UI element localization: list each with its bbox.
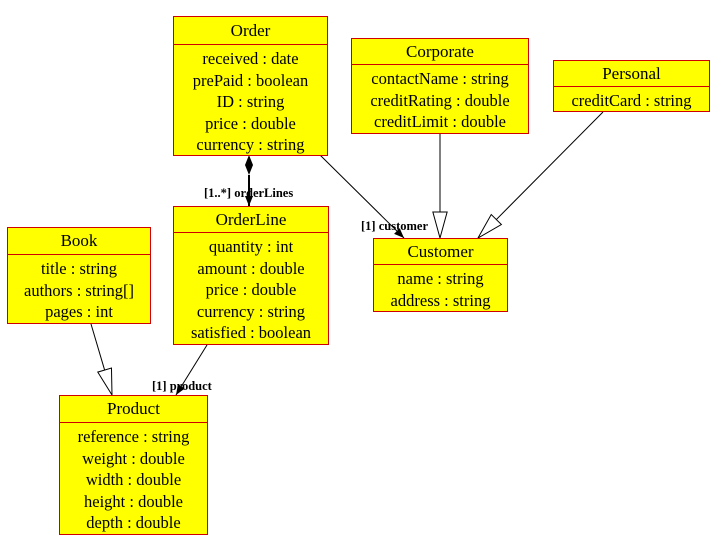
attribute: weight : double <box>82 448 185 468</box>
attribute: ID : string <box>216 92 285 111</box>
attribute: received : date <box>202 49 299 68</box>
class-name: Book <box>8 228 150 255</box>
relation-label: [1] customer <box>361 219 428 233</box>
attribute: name : string <box>397 269 484 288</box>
class-name: OrderLine <box>174 207 328 233</box>
class-orderline[interactable]: OrderLine quantity : int amount : double pr… <box>173 206 329 345</box>
class-product[interactable]: Product reference : string weight : double… <box>59 395 208 535</box>
attribute: amount : double <box>197 258 305 278</box>
class-name: Personal <box>554 61 709 87</box>
generalization-arrow-icon <box>97 367 113 397</box>
navigation-arrow-icon <box>245 196 253 206</box>
attribute-list: received : date prePaid : boolean ID : str… <box>174 45 327 156</box>
generalization-arrow-icon <box>476 213 503 240</box>
attribute: creditCard : string <box>571 91 692 110</box>
relation-label: [1..*] orderLines <box>204 186 294 200</box>
relation-label: [1] product <box>152 379 212 393</box>
class-order[interactable]: Order received : date prePaid : boolean ID … <box>173 16 328 156</box>
attribute: creditRating : double <box>370 90 510 110</box>
attribute: width : double <box>85 470 182 489</box>
attribute: price : double <box>205 113 296 133</box>
class-customer[interactable]: Customer name : string address : string <box>373 238 508 312</box>
attribute-list: title : string authors : string[] pages : … <box>8 255 150 323</box>
class-name: Customer <box>374 239 507 265</box>
attribute-list: creditCard : string <box>554 87 709 112</box>
attribute: currency : string <box>196 301 306 321</box>
attribute: contactName : string <box>371 69 509 88</box>
attribute: quantity : int <box>208 237 294 256</box>
class-corporate[interactable]: Corporate contactName : string creditRatin… <box>351 38 529 134</box>
navigation-arrow-icon <box>176 384 185 395</box>
class-name: Order <box>174 17 327 45</box>
attribute: creditLimit : double <box>374 112 506 131</box>
attribute-list: quantity : int amount : double price : dou… <box>174 233 328 344</box>
attribute: height : double <box>84 491 183 511</box>
attribute-list: reference : string weight : double width :… <box>60 423 207 534</box>
attribute: title : string <box>40 259 118 278</box>
relation-line-order-customer <box>319 154 405 239</box>
attribute: pages : int <box>45 302 113 321</box>
class-name: Product <box>60 396 207 423</box>
navigation-arrow-icon <box>394 228 404 238</box>
class-book[interactable]: Book title : string authors : string[] page… <box>7 227 151 324</box>
relation-line-book-product <box>90 323 106 371</box>
class-name: Corporate <box>352 39 528 65</box>
attribute: reference : string <box>77 427 190 446</box>
attribute: currency : string <box>196 135 305 154</box>
attribute-list: name : string address : string <box>374 265 507 311</box>
attribute: depth : double <box>86 513 181 532</box>
attribute: price : double <box>205 280 297 299</box>
attribute: prePaid : boolean <box>192 70 309 90</box>
generalization-arrow-icon <box>432 211 448 240</box>
relation-line-personal-customer <box>495 111 604 220</box>
attribute: address : string <box>390 290 491 310</box>
attribute: authors : string[] <box>24 280 134 300</box>
attribute: satisfied : boolean <box>190 323 312 342</box>
attribute-list: contactName : string creditRating : doubl… <box>352 65 528 133</box>
composition-diamond-icon <box>245 155 253 175</box>
class-personal[interactable]: Personal creditCard : string <box>553 60 710 112</box>
